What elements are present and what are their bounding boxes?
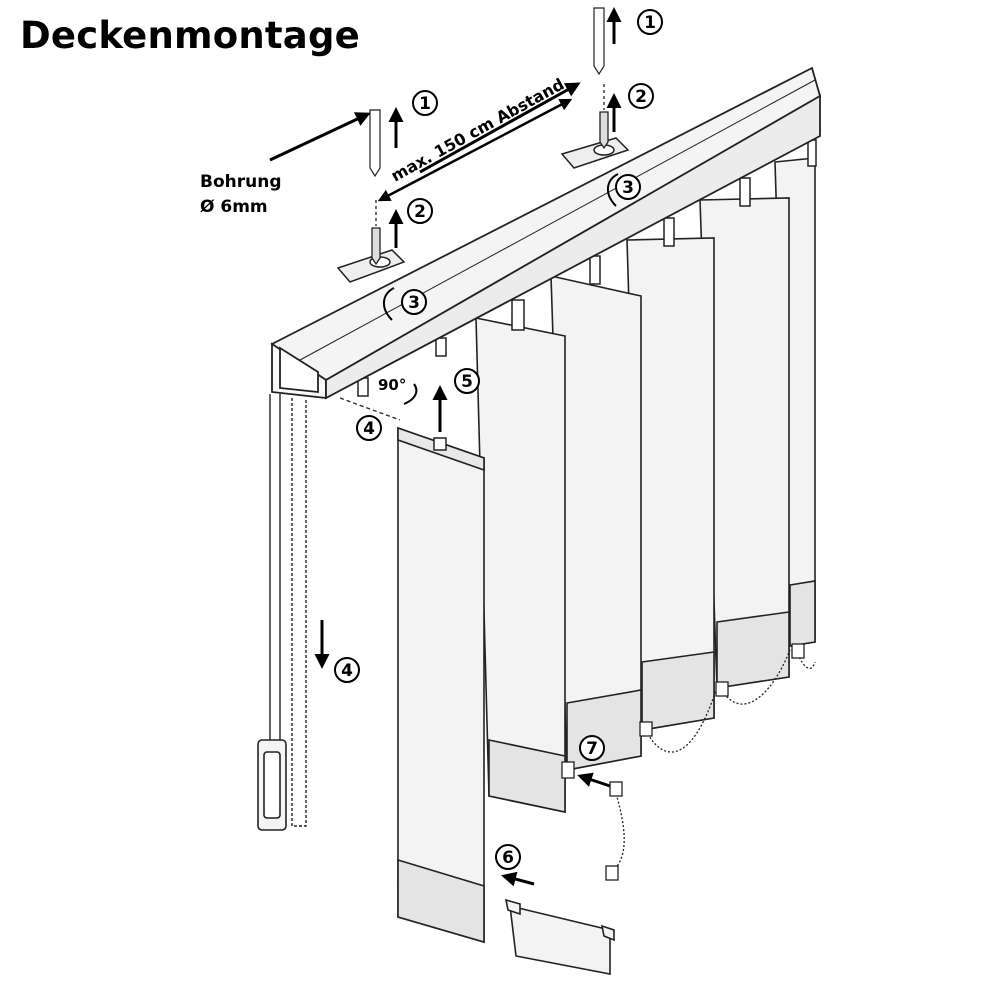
mounting-bracket-right: [560, 137, 630, 169]
spacing-arrow: [377, 98, 573, 202]
screws: [371, 84, 609, 266]
bottom-weight: [504, 898, 615, 975]
step-badges: [334, 9, 663, 870]
wall-plugs: [369, 7, 605, 178]
slat-panel-front: [397, 426, 485, 944]
alignment-guide: [339, 397, 401, 421]
slat-hooks: [357, 139, 817, 451]
chain-weight: [257, 739, 287, 831]
angle-label: 90°: [378, 376, 406, 394]
slat-panels: [397, 157, 816, 944]
slat-panel: [626, 237, 715, 731]
step-4-label: 4: [341, 661, 353, 681]
rotation-arrows: [383, 173, 619, 405]
slat-panel: [475, 317, 566, 813]
diagram-title: Deckenmontage: [20, 14, 360, 57]
step-numbers: 1 2 3 1 2 3 5 4 4 6 7: [341, 13, 656, 868]
step-5-label: 5: [461, 372, 473, 392]
step-1-label: 1: [419, 94, 431, 114]
step-3-label: 3: [622, 178, 634, 198]
drill-label-line1: Bohrung: [200, 172, 282, 192]
step-2-label: 2: [635, 87, 647, 107]
step-6-label: 6: [502, 848, 514, 868]
step-7-label: 7: [586, 739, 598, 759]
mounting-bracket-left: [336, 249, 406, 283]
step-1-label: 1: [644, 13, 656, 33]
step-2-label: 2: [414, 202, 426, 222]
spacing-label: max. 150 cm Abstand: [388, 74, 568, 185]
bottom-chain-links: [561, 643, 805, 881]
operating-chain: [269, 394, 307, 827]
step-4-label: 4: [363, 419, 375, 439]
step-3-label: 3: [408, 293, 420, 313]
slat-panel: [699, 197, 790, 689]
drill-label-line2: Ø 6mm: [200, 197, 268, 217]
